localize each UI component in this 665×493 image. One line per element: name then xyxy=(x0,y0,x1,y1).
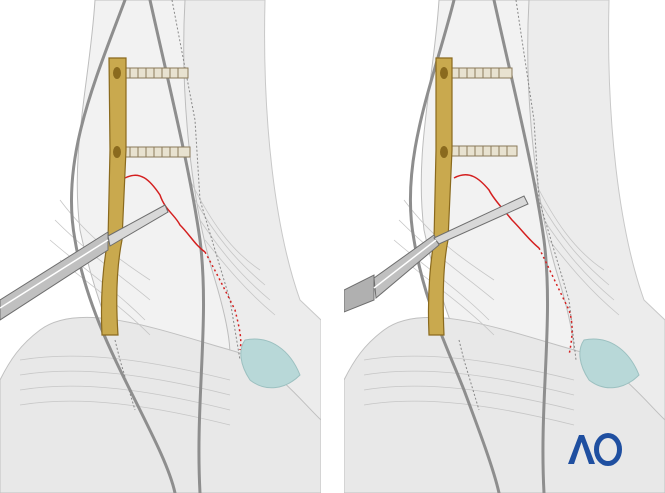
plate xyxy=(100,57,127,336)
plate xyxy=(427,57,453,336)
cartilage xyxy=(240,338,301,389)
plate-hole-1 xyxy=(440,67,448,79)
ao-logo: AO xyxy=(566,432,622,466)
screw-lower xyxy=(446,145,518,157)
tendon-lines xyxy=(69,0,206,493)
drill-guide xyxy=(0,204,169,321)
screw-upper xyxy=(117,67,189,79)
hidden-outline xyxy=(171,0,241,361)
screw-lower xyxy=(117,146,191,158)
screw-upper xyxy=(446,67,513,79)
fracture-line xyxy=(453,174,540,249)
panel-right-drilling xyxy=(344,0,665,493)
plate-hole-2 xyxy=(440,146,448,158)
fracture-line-dotted xyxy=(204,251,242,351)
hidden-outline xyxy=(515,0,577,361)
ligament-lines xyxy=(363,179,620,426)
panel-right-illustration xyxy=(344,0,665,493)
hidden-outline-2 xyxy=(114,339,136,411)
drill-guide xyxy=(344,195,529,313)
tendon-lines xyxy=(408,0,550,493)
panel-left-illustration xyxy=(0,0,321,493)
fracture-line-dotted xyxy=(538,247,573,356)
plate-hole-2 xyxy=(113,146,121,158)
fracture-line xyxy=(124,174,206,253)
plate-hole-1 xyxy=(113,67,121,79)
cartilage xyxy=(579,338,640,389)
panel-left-drilling xyxy=(0,0,321,493)
ao-logo-icon xyxy=(568,433,622,466)
hidden-outline-2 xyxy=(458,339,480,411)
